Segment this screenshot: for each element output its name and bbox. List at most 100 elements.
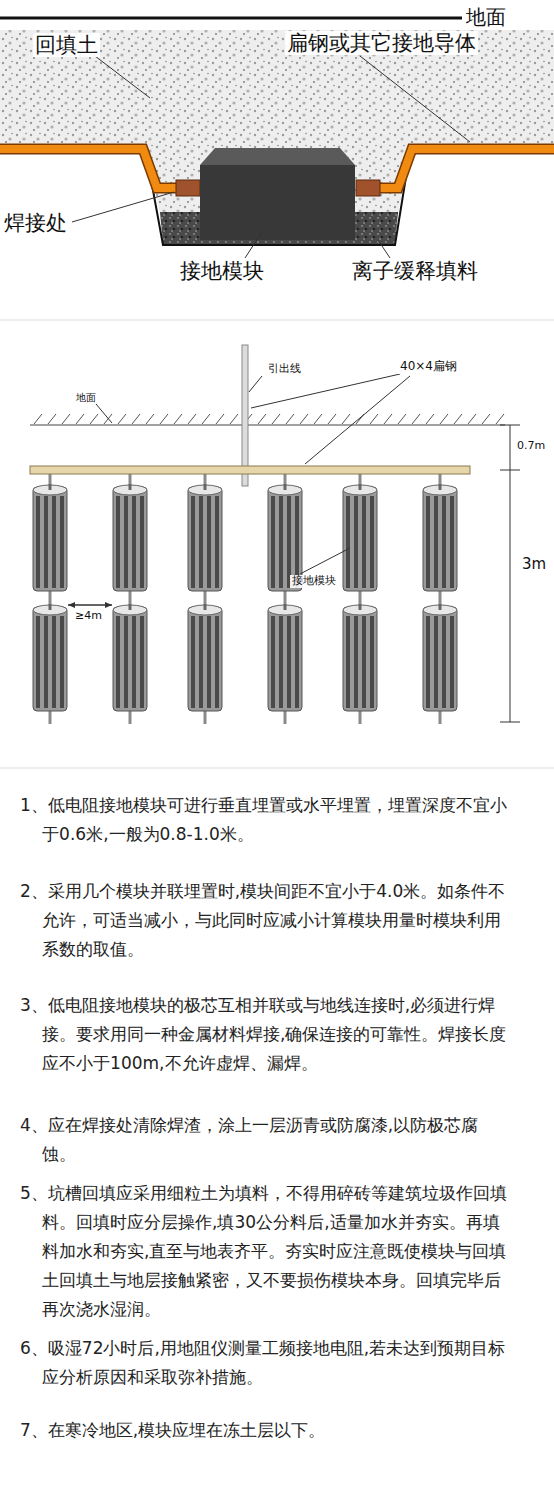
module-stripe [199,616,203,708]
module-top [113,605,147,615]
electrode-core [359,484,362,490]
module-stripe [434,496,438,588]
leader-line [300,548,350,574]
module-stripe [207,616,211,708]
note-item: 3、低电阻接地模块的极芯互相并联或与地线连接时,必须进行焊接。要求用同一种金属材… [20,991,512,1078]
ground-hatch [188,414,196,424]
electrode-core [49,604,52,610]
module-top [200,148,355,165]
note-item: 5、坑槽回填应采用细粒土为填料，不得用碎砖等建筑垃圾作回填料。回填时应分层操作,… [20,1179,512,1324]
dimension-tick [500,470,520,471]
module-stripe [215,616,219,708]
grounding-module [33,607,67,711]
flat-steel [380,149,554,188]
separator [0,320,554,321]
module-stripe [370,616,374,708]
module-stripe [370,496,374,588]
flat-steel-bar [30,466,470,474]
module-stripe [36,496,40,588]
electrode-core [204,604,207,610]
ground-hatch [370,414,378,424]
grounding-module [343,487,377,591]
ground-hatch [328,414,336,424]
grounding-module [113,607,147,711]
module-top [188,605,222,615]
dimension-tick [500,722,520,723]
module-top [423,485,457,495]
electrode-core [439,604,442,610]
grounding-module [423,607,457,711]
electrode-core [439,484,442,490]
dimension: 3m [520,556,548,573]
vertical-layout [30,345,520,724]
module-top [113,485,147,495]
part-name: 离子缓释填料 [352,259,478,283]
module-top [268,485,302,495]
leader-line [249,376,262,392]
spacing-dimension [68,605,112,606]
module-top [423,605,457,615]
flat-steel [380,149,554,188]
module-stripe [191,496,195,588]
module-stripe [207,496,211,588]
module-stripe [287,616,291,708]
ground-hatch [76,414,84,424]
leader-line [72,192,174,222]
leader-line [378,240,390,258]
module-stripe [295,616,299,708]
module-stripe [36,616,40,708]
flat-steel [0,149,178,188]
separator [0,768,554,769]
grounding-module [200,165,355,240]
module-stripe [426,616,430,708]
module-stripe [132,496,136,588]
electrode-core [284,604,287,610]
ground-hatch [342,414,350,424]
spacing-dimension [68,605,112,606]
ground-hatch [48,414,56,424]
ground-hatch [146,414,154,424]
part-name: 焊接处 [4,211,67,235]
module-stripe [52,496,56,588]
weld [176,180,200,196]
module-stripe [44,496,48,588]
module-stripe [140,496,144,588]
module-stripe [60,616,64,708]
note-item: 2、采用几个模块并联埋置时,模块间距不宜小于4.0米。如条件不允许，可适当减小，… [20,877,512,964]
electrode-core [204,484,207,490]
module-top [33,485,67,495]
ground-hatch [412,414,420,424]
grounding-module [343,607,377,711]
ground-hatch [90,414,98,424]
grounding-module [188,607,222,711]
module-stripe [362,616,366,708]
module-stripe [132,616,136,708]
ground-hatch [62,414,70,424]
ground-hatch [34,414,42,424]
ground-hatch [300,414,308,424]
module-top [33,605,67,615]
ground-hatch [440,414,448,424]
grounding-module [113,487,147,591]
ground-label: 地面 [74,392,98,404]
module-stripe [426,496,430,588]
electrode-core [49,484,52,490]
electrode-core [129,604,132,610]
module-stripe [442,616,446,708]
module-stripe [279,496,283,588]
module-stripe [124,496,128,588]
note-item: 4、应在焊接处清除焊渣，涂上一层沥青或防腐漆,以防极芯腐蚀。 [20,1111,512,1169]
module-stripe [199,496,203,588]
module-stripe [116,496,120,588]
grounding-module [423,487,457,591]
module-stripe [362,496,366,588]
ground-hatch [132,414,140,424]
weld [356,180,380,196]
module-stripe [191,616,195,708]
ground-hatch [174,414,182,424]
grounding-module [33,487,67,591]
module-stripe [354,496,358,588]
ground-hatch [426,414,434,424]
ground-label: 地面 [466,6,506,29]
part-name: 扁钢或其它接地导体 [285,31,478,55]
